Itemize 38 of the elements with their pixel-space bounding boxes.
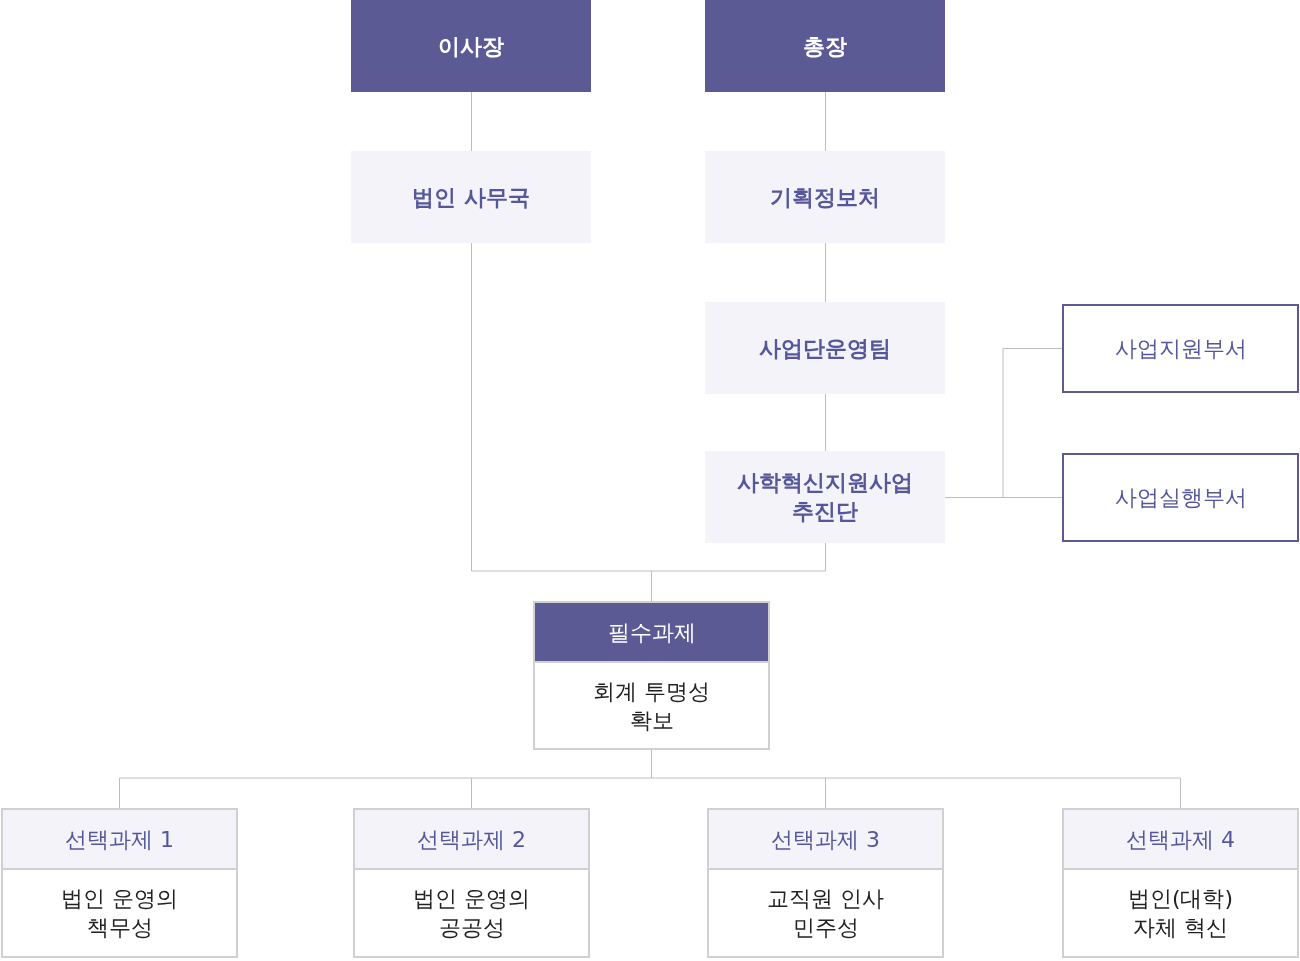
title-box: 이사장 <box>351 0 591 92</box>
heading-bar: 선택과제 1 <box>3 810 236 870</box>
department-box: 사업지원부서 <box>1062 304 1299 393</box>
connector-line <box>1002 348 1063 349</box>
heading-bar: 선택과제 4 <box>1064 810 1297 870</box>
unit-box: 법인 사무국 <box>351 151 591 243</box>
connector-line <box>825 91 826 152</box>
connector-line <box>119 777 120 809</box>
unit-box: 사학혁신지원사업 추진단 <box>705 451 945 543</box>
connector-line <box>471 777 472 809</box>
connector-line <box>825 777 826 809</box>
task-card <box>707 808 944 958</box>
task-card <box>1 808 238 958</box>
department-box: 사업실행부서 <box>1062 453 1299 542</box>
connector-line <box>825 393 826 452</box>
connector-line <box>825 242 826 303</box>
task-description: 교직원 인사 민주성 <box>766 885 885 942</box>
task-card <box>1062 808 1299 958</box>
connector-line <box>471 91 472 152</box>
task-card <box>353 808 590 958</box>
connector-line <box>471 570 826 602</box>
task-card <box>533 601 770 750</box>
connector-line <box>944 348 1004 498</box>
connector-line <box>471 242 472 572</box>
heading-bar: 선택과제 2 <box>355 810 588 870</box>
task-description: 법인 운영의 공공성 <box>412 885 531 942</box>
connector-line <box>1002 497 1063 498</box>
task-description: 법인(대학) 자체 혁신 <box>1126 885 1235 942</box>
unit-box: 기획정보처 <box>705 151 945 243</box>
task-description: 법인 운영의 책무성 <box>60 885 179 942</box>
task-description: 회계 투명성 확보 <box>592 677 711 735</box>
unit-box: 사업단운영팀 <box>705 302 945 394</box>
title-box: 총장 <box>705 0 945 92</box>
heading-bar: 선택과제 3 <box>709 810 942 870</box>
connector-line <box>825 542 826 572</box>
heading-bar: 필수과제 <box>535 603 768 663</box>
connector-line <box>119 749 1181 779</box>
connector-line <box>1180 777 1181 809</box>
